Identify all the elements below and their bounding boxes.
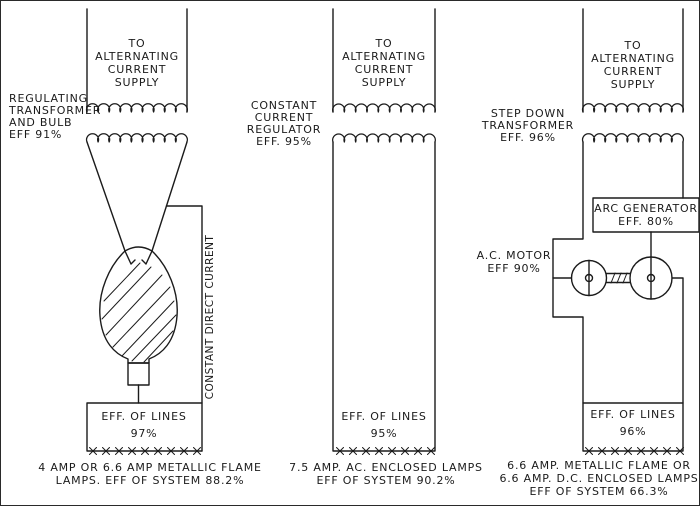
supply-label-line: CURRENT xyxy=(355,63,414,76)
bulb-anode-lead-right xyxy=(151,141,188,252)
supply-label-line: TO xyxy=(128,37,146,50)
supply-label-line: TO xyxy=(375,37,393,50)
line-loop-box xyxy=(582,402,684,452)
lines-eff-label: EFF. OF LINES xyxy=(590,408,675,421)
transformer-secondary-coil xyxy=(85,133,188,143)
shaft-hatching xyxy=(610,272,628,284)
component-label-line: EFF. 95% xyxy=(256,135,312,148)
supply-label-line: ALTERNATING xyxy=(591,52,675,65)
constant-direct-current-label: CONSTANT DIRECT CURRENT xyxy=(204,235,216,400)
lines-eff-value: 95% xyxy=(371,427,398,440)
component-label-line: EFF 91% xyxy=(9,128,62,141)
lamp-marks xyxy=(585,447,684,455)
supply-label-line: ALTERNATING xyxy=(95,50,179,63)
lines-eff-value: 97% xyxy=(131,427,158,440)
supply-label-line: SUPPLY xyxy=(611,78,656,91)
transformer-primary-coil xyxy=(85,103,188,113)
lines-eff-label: EFF. OF LINES xyxy=(341,410,426,423)
component-label-line: CURRENT xyxy=(255,111,314,124)
supply-label-line: ALTERNATING xyxy=(342,50,426,63)
supply-label-line: SUPPLY xyxy=(115,76,160,89)
bulb-anode-lead-left xyxy=(86,141,126,252)
shaft-coupling xyxy=(605,272,631,284)
transformer-secondary-coil xyxy=(581,133,684,143)
dc-feeder-line xyxy=(165,205,203,452)
component-label-line: TRANSFORMER xyxy=(481,119,574,132)
regulator-primary-coil xyxy=(332,103,436,113)
caption-line: 4 AMP OR 6.6 AMP METALLIC FLAME xyxy=(38,461,262,474)
arc-generator-eff: EFF. 80% xyxy=(618,215,674,228)
component-label-line: AND BULB xyxy=(9,116,72,129)
component-label-line: REGULATOR xyxy=(247,123,321,136)
arc-generator-label: ARC GENERATOR xyxy=(594,202,698,215)
component-label-line: CONSTANT xyxy=(251,99,317,112)
middle-diagram: TO ALTERNATING CURRENT SUPPLY CONSTANT C… xyxy=(247,8,483,487)
right-diagram: TO ALTERNATING CURRENT SUPPLY STEP DOWN … xyxy=(477,8,699,498)
lines-eff-value: 96% xyxy=(620,425,647,438)
regulator-secondary-coil xyxy=(332,133,436,143)
supply-label-line: SUPPLY xyxy=(362,76,407,89)
supply-label-line: TO xyxy=(624,39,642,52)
lines-eff-label: EFF. OF LINES xyxy=(101,410,186,423)
line-loop-conductors xyxy=(332,141,436,452)
ac-motor-eff: EFF 90% xyxy=(487,262,540,275)
component-label-line: EFF. 96% xyxy=(500,131,556,144)
supply-conductor xyxy=(332,8,436,113)
supply-conductor xyxy=(86,8,188,113)
bulb-electrodes xyxy=(124,250,153,265)
component-label-line: TRANSFORMER xyxy=(8,104,101,117)
component-label-line: STEP DOWN xyxy=(491,107,565,120)
motor-feed-conductor xyxy=(552,141,584,404)
caption-line: 6.6 AMP. METALLIC FLAME OR xyxy=(507,459,691,472)
caption-line: EFF OF SYSTEM 66.3% xyxy=(529,485,668,498)
supply-conductor xyxy=(582,8,684,113)
supply-label-line: CURRENT xyxy=(108,63,167,76)
caption-line: EFF OF SYSTEM 90.2% xyxy=(316,474,455,487)
supply-label-line: CURRENT xyxy=(604,65,663,78)
transformer-primary-coil xyxy=(581,103,684,113)
lamp-marks xyxy=(89,447,201,455)
component-label-line: REGULATING xyxy=(9,92,88,105)
caption-line: 6.6 AMP. D.C. ENCLOSED LAMPS xyxy=(499,472,698,485)
bulb-base xyxy=(127,362,150,386)
caption-line: 7.5 AMP. AC. ENCLOSED LAMPS xyxy=(289,461,483,474)
ac-motor-label: A.C. MOTOR xyxy=(477,249,552,262)
bulb-hatching xyxy=(101,262,177,363)
lamp-marks xyxy=(336,447,435,455)
caption-line: LAMPS. EFF OF SYSTEM 88.2% xyxy=(56,474,245,487)
left-diagram: TO ALTERNATING CURRENT SUPPLY REGULATING… xyxy=(8,8,262,487)
generator-output-lead xyxy=(671,277,684,404)
arc-generator-box xyxy=(592,197,699,233)
